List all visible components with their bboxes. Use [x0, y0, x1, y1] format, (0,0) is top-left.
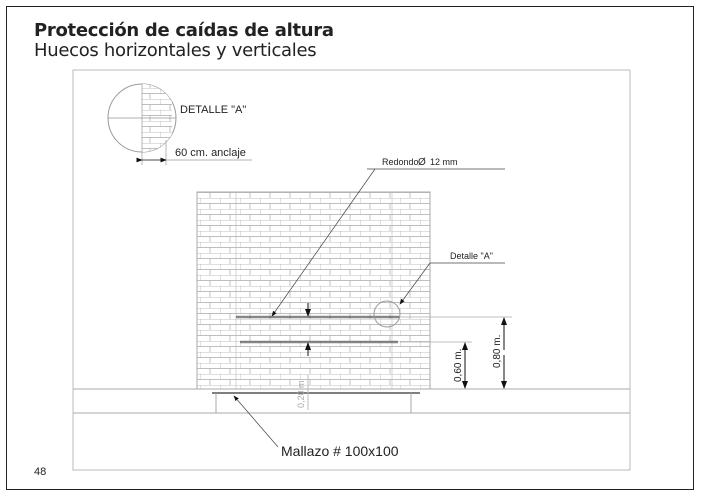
dim-080: 0,80 m.: [492, 335, 503, 368]
detail-a-marker: [373, 300, 401, 328]
detail-a-circle: [107, 83, 252, 165]
drawing-frame: [72, 69, 631, 471]
detail-a-ref: Detalle "A": [450, 251, 493, 261]
brick-wall: [196, 191, 431, 390]
detail-a-title: DETALLE "A": [180, 104, 246, 116]
page-title: Protección de caídas de altura: [34, 20, 334, 41]
anchor-label: 60 cm. anclaje: [175, 147, 246, 159]
dim-060: 0,60 m.: [453, 349, 464, 382]
rebar-size: 12 mm: [430, 157, 458, 167]
page-border: [6, 6, 694, 490]
page-number: 48: [34, 466, 47, 478]
mesh-label: Mallazo # 100x100: [281, 443, 399, 459]
rebar-symbol: Ø: [418, 157, 426, 168]
page-subtitle: Huecos horizontales y verticales: [34, 40, 317, 61]
rebar-label: Redondo: [382, 157, 419, 167]
dim-020: 0,20 m: [296, 380, 306, 408]
